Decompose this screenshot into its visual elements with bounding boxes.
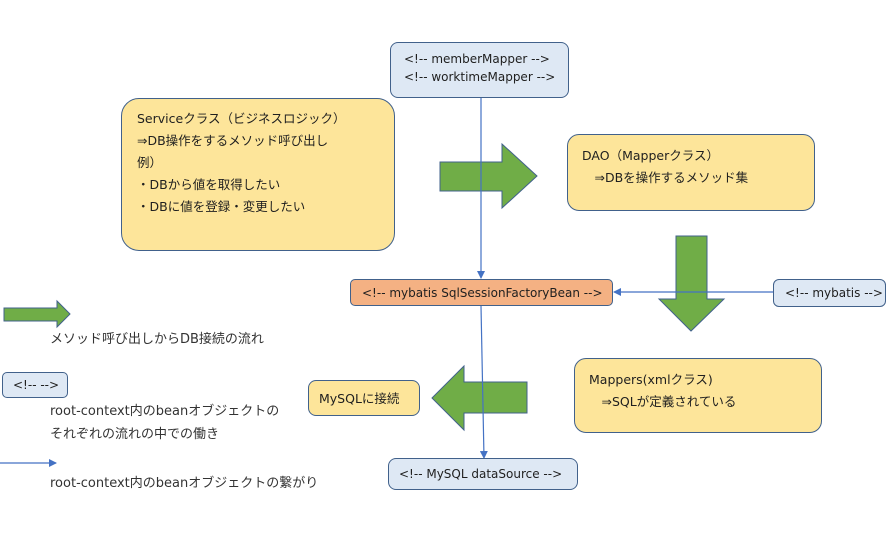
legend-connector-label: root-context内のbeanオブジェクトの繋がり <box>50 476 319 491</box>
flow-arrow-service-to-dao <box>439 142 538 210</box>
node-dao-line: DAO（Mapperクラス） <box>582 148 719 163</box>
node-service-line: ・DBから値を取得したい <box>137 177 281 192</box>
node-session-factory-label: <!-- mybatis SqlSessionFactoryBean --> <box>362 286 603 300</box>
connector-factory-to-datasource <box>479 305 488 459</box>
node-dao: DAO（Mapperクラス） ⇒DBを操作するメソッド集 <box>567 134 815 211</box>
node-datasource-label: <!-- MySQL dataSource --> <box>399 467 563 481</box>
node-mappers-xml-line: Mappers(xmlクラス) <box>589 372 713 387</box>
node-mybatis: <!-- mybatis --> <box>773 279 886 307</box>
flow-arrow-mappers-to-mysql <box>431 364 528 432</box>
node-service-line: ⇒DB操作をするメソッド呼び出し <box>137 133 329 148</box>
node-mappers-xml-line: ⇒SQLが定義されている <box>589 394 737 409</box>
node-service: Serviceクラス（ビジネスロジック） ⇒DB操作をするメソッド呼び出し 例）… <box>121 98 395 251</box>
node-mysql-connect: MySQLに接続 <box>308 380 420 416</box>
legend-flow-arrow-label: メソッド呼び出しからDB接続の流れ <box>50 332 264 347</box>
node-service-line: Serviceクラス（ビジネスロジック） <box>137 111 346 126</box>
node-service-line: 例） <box>137 155 163 170</box>
node-mapper-beans: <!-- memberMapper --> <!-- worktimeMappe… <box>390 42 569 98</box>
legend-bean-box-sample-text: <!-- --> <box>13 378 60 392</box>
node-service-line: ・DBに値を登録・変更したい <box>137 199 306 214</box>
node-mysql-connect-label: MySQLに接続 <box>319 391 400 406</box>
flow-arrow-dao-to-mappers <box>657 235 726 332</box>
node-mapper-beans-line: <!-- memberMapper --> <box>404 52 550 66</box>
legend-bean-box-label: それぞれの流れの中での働き <box>50 427 220 442</box>
legend-flow-arrow-icon <box>3 299 71 329</box>
legend-bean-box-label: root-context内のbeanオブジェクトの <box>50 404 280 419</box>
node-session-factory: <!-- mybatis SqlSessionFactoryBean --> <box>350 279 613 306</box>
legend-bean-box-sample: <!-- --> <box>2 372 68 398</box>
node-mappers-xml: Mappers(xmlクラス) ⇒SQLが定義されている <box>574 358 822 433</box>
node-dao-line: ⇒DBを操作するメソッド集 <box>582 170 749 185</box>
node-mapper-beans-line: <!-- worktimeMapper --> <box>404 70 556 84</box>
node-datasource: <!-- MySQL dataSource --> <box>388 458 578 490</box>
node-mybatis-label: <!-- mybatis --> <box>785 286 883 300</box>
